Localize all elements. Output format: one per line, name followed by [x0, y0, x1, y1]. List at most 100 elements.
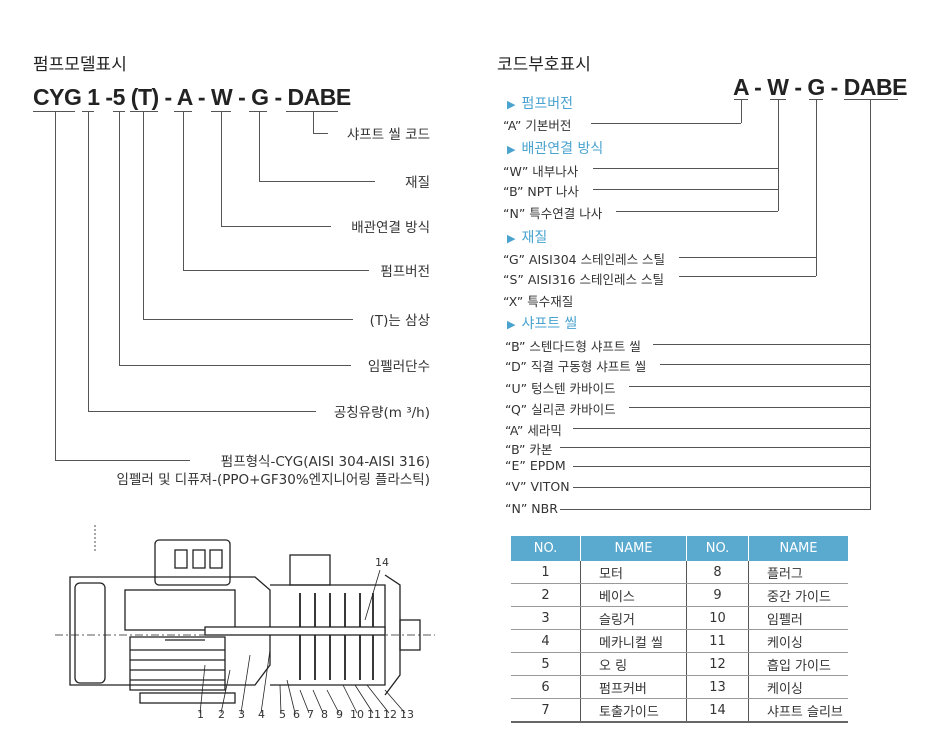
codes-title: 코드부호표시: [497, 55, 591, 75]
code-item: “X” 특수재질: [503, 294, 574, 309]
label-seal-code: 샤프트 씰 코드: [346, 127, 430, 143]
leader: [593, 168, 778, 169]
leader: [629, 407, 870, 408]
leader: [660, 364, 870, 365]
section-heading-connection: ▶배관연결 방식: [507, 138, 603, 158]
part-number: 10: [686, 606, 749, 630]
leader: [221, 226, 331, 227]
part-name: 슬링거: [580, 606, 687, 630]
code-item: “W” 내부나사: [503, 164, 579, 179]
code-item: “A” 세라믹: [505, 423, 562, 438]
part-name: 펌프커버: [580, 675, 687, 699]
model-code: CYG 1 -5 (T) - A - W - G - DABE: [33, 84, 351, 111]
part-number: 9: [686, 583, 749, 607]
triangle-right-icon: ▶: [507, 318, 516, 331]
label-three-phase: (T)는 삼상: [369, 313, 430, 329]
underline: [844, 99, 898, 100]
callout-numbers: 1 2 3 4 5 6 7 8 9 10 11 12 13 14: [55, 525, 435, 730]
col-header-name: NAME: [748, 536, 848, 561]
code-seal: DABE: [843, 74, 908, 100]
section-heading-material: ▶ 재질: [507, 227, 547, 247]
callout: 9: [336, 708, 343, 721]
leader: [679, 276, 816, 277]
leader: [591, 123, 741, 124]
code-stages: 5: [112, 84, 126, 110]
code-item: “V” VITON: [505, 479, 570, 494]
part-name: 모터: [580, 561, 687, 584]
code-dash: -: [794, 74, 802, 100]
code-connection: W: [210, 84, 233, 110]
leader: [259, 181, 375, 182]
code-item: “N” NBR: [505, 501, 558, 516]
code-connection: W: [767, 74, 789, 100]
leader: [143, 111, 144, 319]
callout: 14: [375, 556, 389, 569]
leader: [88, 111, 89, 411]
leader: [741, 99, 742, 123]
col-header-name: NAME: [580, 536, 687, 561]
label-stages: 임펠러단수: [367, 359, 430, 375]
code-dash: -: [197, 84, 206, 110]
code-dash: -: [164, 84, 173, 110]
code-flow: 1: [87, 84, 100, 110]
col-header-no: NO.: [511, 536, 581, 561]
code-item: “B” NPT 나사: [503, 184, 579, 199]
leader: [221, 111, 222, 226]
leader: [88, 411, 316, 412]
callout: 7: [307, 708, 314, 721]
callout: 3: [238, 708, 245, 721]
label-type: 펌프형식-CYG(AISI 304-AISI 316): [220, 454, 430, 470]
leader: [593, 189, 778, 190]
col-header-no: NO.: [686, 536, 749, 561]
part-name: 흡입 가이드: [748, 652, 848, 676]
leader: [55, 111, 56, 460]
pump-cross-section-drawing: [55, 525, 435, 714]
leader: [870, 99, 871, 510]
part-number: 14: [686, 698, 749, 723]
underline: [130, 111, 158, 112]
leader: [560, 509, 870, 510]
callout: 13: [400, 708, 414, 721]
code-item: “E” EPDM: [505, 458, 566, 473]
model-title: 펌프모델표시: [33, 55, 127, 75]
leader: [560, 447, 870, 448]
heading-text: 재질: [521, 230, 548, 246]
leader: [119, 365, 351, 366]
triangle-right-icon: ▶: [507, 143, 516, 156]
label-version: 펌프버전: [380, 264, 430, 280]
label-connection: 배관연결 방식: [351, 220, 430, 236]
part-number: 13: [686, 675, 749, 699]
part-name: 플러그: [748, 561, 848, 584]
codes-code: A - W - G - DABE: [733, 74, 907, 101]
callout: 2: [218, 708, 225, 721]
code-seal: DABE: [287, 84, 352, 110]
part-number: 8: [686, 561, 749, 584]
part-name: 토출가이드: [580, 698, 687, 723]
code-item: “B” 스텐다드형 샤프트 씰: [505, 339, 641, 354]
leader: [183, 270, 369, 271]
code-material: G: [251, 84, 269, 110]
callout: 1: [197, 708, 204, 721]
code-dash: -: [830, 74, 839, 100]
section-heading-seal: ▶ 샤프트 씰: [507, 313, 577, 333]
code-material: G: [807, 74, 825, 100]
leader: [313, 111, 314, 133]
section-heading-version: ▶ 펌프버전: [507, 93, 573, 113]
callout: 11: [367, 708, 381, 721]
callout: 4: [258, 708, 265, 721]
triangle-right-icon: ▶: [507, 232, 516, 245]
code-cyg: CYG: [33, 84, 82, 110]
leader: [183, 111, 184, 270]
leader: [816, 99, 817, 276]
part-name: 오 링: [580, 652, 687, 676]
triangle-right-icon: ▶: [507, 98, 516, 111]
part-number: 11: [686, 629, 749, 653]
heading-text: 샤프트 씰: [521, 316, 578, 332]
part-name: 중간 가이드: [748, 583, 848, 607]
heading-text: 펌프버전: [521, 96, 573, 112]
code-item: “A” 기본버전: [503, 118, 572, 133]
